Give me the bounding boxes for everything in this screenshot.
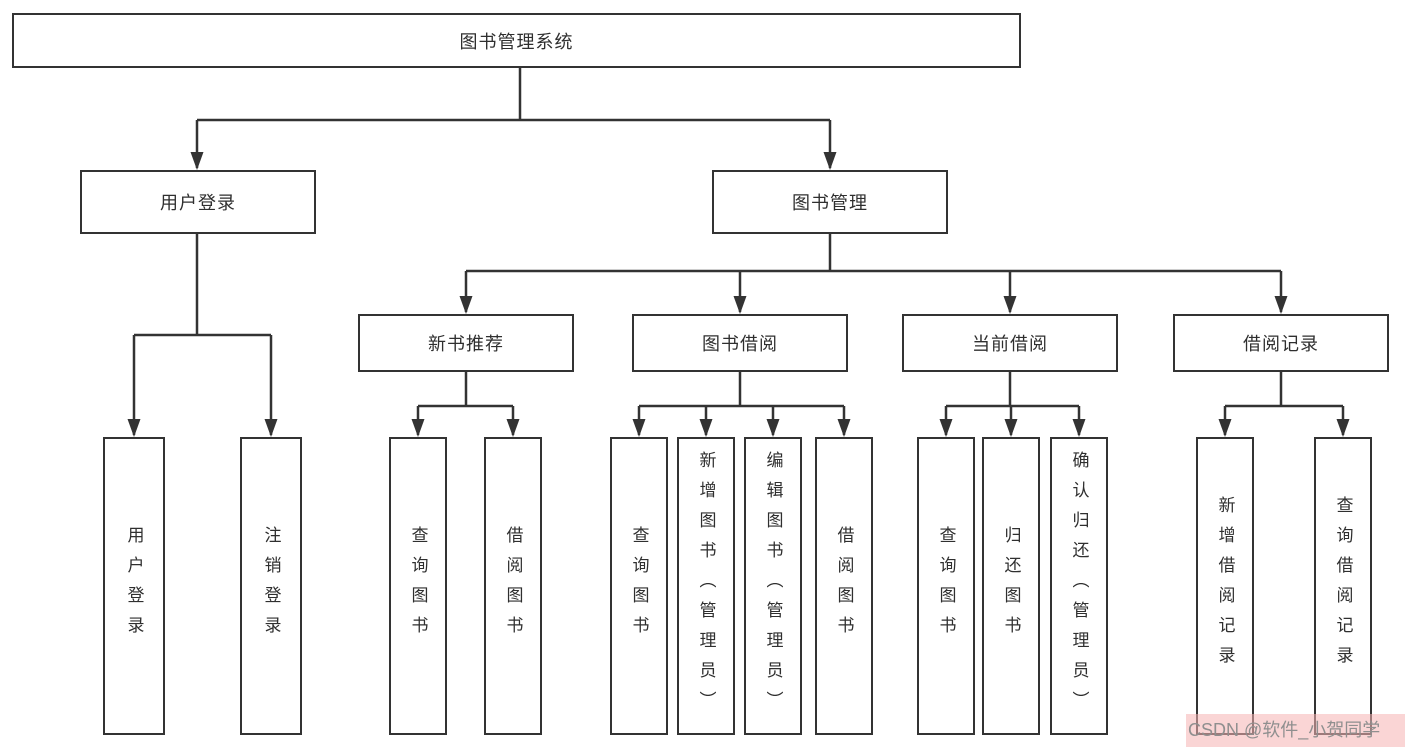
node-current-borrowing: 当前借阅 [902,314,1118,372]
node-label: 图书管理系统 [459,31,574,52]
node-book-borrowing: 图书借阅 [632,314,848,372]
leaf-label: 用户登录 [124,526,144,646]
leaf-edit-books-admin: 编辑图书（管理员） [744,437,802,735]
leaf-label: 编辑图书（管理员） [763,451,783,721]
leaf-label: 注销登录 [261,526,281,646]
node-label: 图书管理 [792,193,868,213]
leaf-label: 新增图书（管理员） [696,451,716,721]
node-label: 当前借阅 [972,334,1048,354]
watermark-highlight-band [1186,714,1405,747]
node-library-management-system: 图书管理系统 [12,13,1021,68]
leaf-label: 借阅图书 [503,526,523,646]
node-label: 新书推荐 [428,334,504,354]
leaf-user-login: 用户登录 [103,437,165,735]
leaf-query-books-borrow: 查询图书 [610,437,668,735]
leaf-logout: 注销登录 [240,437,302,735]
leaf-confirm-return-admin: 确认归还（管理员） [1050,437,1108,735]
leaf-borrow-books: 借阅图书 [815,437,873,735]
leaf-label: 借阅图书 [834,526,854,646]
leaf-label: 查询图书 [408,526,428,646]
node-user-login: 用户登录 [80,170,316,234]
watermark: CSDN @软件_小贺同学 [1188,720,1381,740]
node-borrowing-records: 借阅记录 [1173,314,1389,372]
leaf-query-borrow-record: 查询借阅记录 [1314,437,1372,735]
node-book-management: 图书管理 [712,170,948,234]
leaf-label: 查询图书 [629,526,649,646]
leaf-add-books-admin: 新增图书（管理员） [677,437,735,735]
node-label: 图书借阅 [702,334,778,354]
leaf-return-books: 归还图书 [982,437,1040,735]
node-label: 用户登录 [160,193,236,213]
node-new-book-recommend: 新书推荐 [358,314,574,372]
leaf-borrow-books-recommend: 借阅图书 [484,437,542,735]
leaf-label: 确认归还（管理员） [1069,451,1089,721]
leaf-query-books-current: 查询图书 [917,437,975,735]
leaf-query-books-recommend: 查询图书 [389,437,447,735]
leaf-label: 归还图书 [1001,526,1021,646]
leaf-label: 新增借阅记录 [1215,496,1235,676]
leaf-label: 查询借阅记录 [1333,496,1353,676]
leaf-add-borrow-record: 新增借阅记录 [1196,437,1254,735]
leaf-label: 查询图书 [936,526,956,646]
node-label: 借阅记录 [1243,334,1319,354]
